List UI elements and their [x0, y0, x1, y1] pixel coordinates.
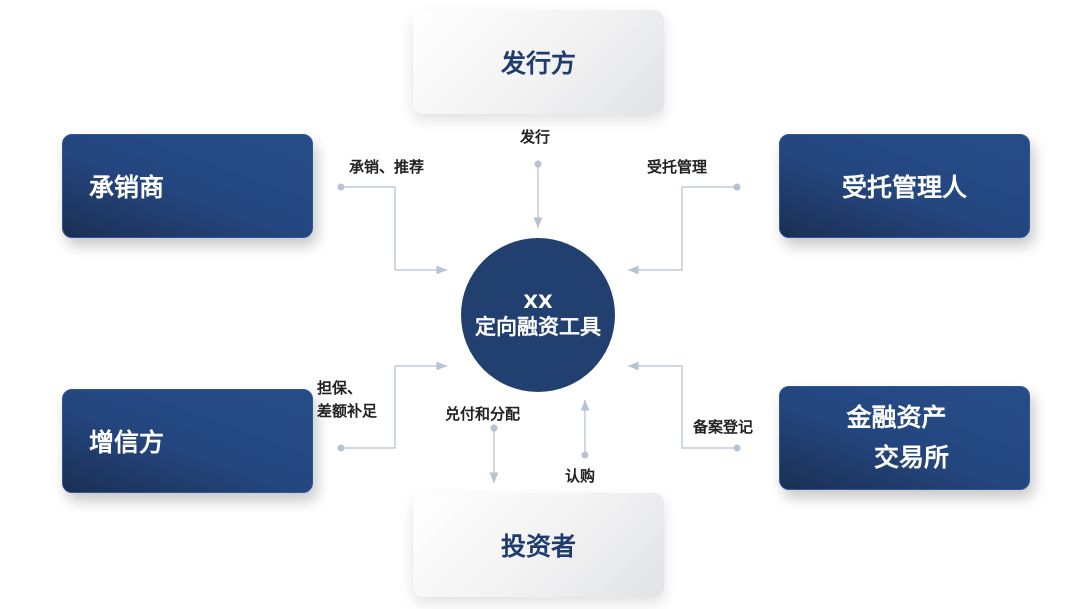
label-guarantee-1: 担保、: [317, 379, 363, 397]
label-trustee-mgmt: 受托管理: [647, 158, 708, 176]
node-investor-label: 投资者: [500, 532, 576, 561]
node-exchange-label-1: 金融资产: [846, 403, 947, 432]
label-filing: 备案登记: [693, 418, 754, 436]
node-issuer: 发行方: [413, 10, 664, 114]
label-payment: 兑付和分配: [445, 405, 521, 423]
center-node: XX 定向融资工具: [461, 238, 615, 392]
connector-underwrite: [341, 186, 447, 275]
node-underwriter-label: 承销商: [89, 173, 165, 202]
node-investor: 投资者: [413, 493, 664, 597]
node-exchange: 金融资产 交易所: [779, 386, 1030, 490]
label-issue: 发行: [520, 128, 551, 146]
node-credit-enhancer: 增信方: [62, 389, 313, 493]
node-issuer-label: 发行方: [500, 49, 576, 78]
node-trustee: 受托管理人: [779, 134, 1030, 238]
connector-guarantee: [341, 361, 447, 449]
node-credit-enhancer-label: 增信方: [89, 428, 165, 457]
connector-filing: [628, 361, 737, 449]
node-exchange-label-2: 交易所: [873, 443, 949, 472]
center-node-line2: 定向融资工具: [475, 315, 601, 339]
label-guarantee-2: 差额补足: [317, 402, 378, 420]
connector-trustee: [628, 186, 737, 275]
node-trustee-label: 受托管理人: [841, 173, 967, 202]
node-underwriter: 承销商: [62, 134, 313, 238]
center-node-line1: XX: [523, 291, 553, 313]
label-underwrite: 承销、推荐: [349, 158, 425, 176]
label-subscribe: 认购: [565, 467, 596, 485]
